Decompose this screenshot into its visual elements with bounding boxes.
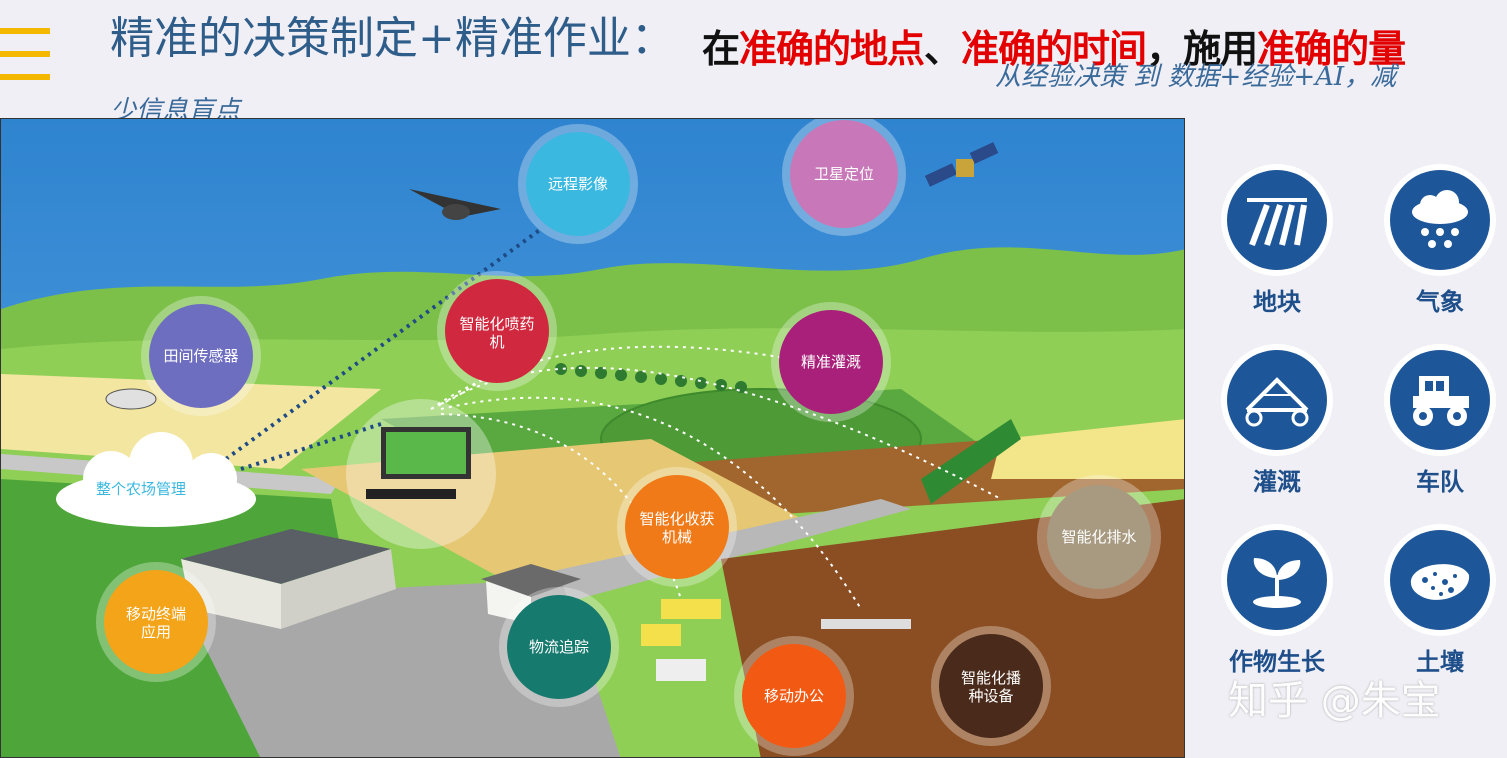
category-irrigation: 灌溉 — [1202, 350, 1352, 497]
bubble-smart-seeder: 智能化播 种设备 — [931, 626, 1051, 746]
category-label: 土壤 — [1416, 648, 1464, 676]
bubble-label: 智能化收获 — [639, 510, 714, 528]
irrigation-icon — [1227, 350, 1327, 450]
plant-sprout-icon — [1227, 530, 1327, 630]
bubble-label: 种设备 — [968, 687, 1013, 705]
cloud — [56, 432, 256, 527]
category-label: 作物生长 — [1229, 648, 1325, 676]
category-soil: 土壤 — [1365, 530, 1507, 677]
menu-icon[interactable] — [0, 28, 50, 97]
headline-part: 在 — [702, 27, 740, 71]
wheat-field-right — [991, 419, 1184, 479]
bubble-label: 物流追踪 — [529, 638, 589, 656]
category-icons: 地块 气象 灌溉 车队 作物生长 土壤 — [1190, 118, 1507, 758]
bubble-label: 卫星定位 — [814, 165, 874, 183]
weather-cloud-icon — [1390, 170, 1490, 270]
bubble-label: 移动办公 — [764, 687, 824, 705]
bubble-label: 机械 — [662, 528, 692, 546]
bubble-precision-irrigation: 精准灌溉 — [771, 302, 891, 422]
tractor-icon — [1390, 350, 1490, 450]
subtitle-line-1: 从经验决策 到 数据+经验+AI，减 — [995, 62, 1397, 92]
bubble-label: 远程影像 — [548, 175, 608, 193]
page-title: 精准的决策制定+精准作业： — [110, 13, 675, 64]
category-crop-growth: 作物生长 — [1202, 530, 1352, 677]
headline-part: 准确的地点 — [739, 27, 925, 71]
bubble-label: 智能化排水 — [1061, 528, 1136, 546]
bubble-mobile-office: 移动办公 — [734, 636, 854, 756]
bubble-smart-sprayer: 智能化喷药 机 — [437, 271, 557, 391]
bubble-label: 移动终端 — [126, 605, 186, 623]
field-plot-icon — [1227, 170, 1327, 270]
bubble-label: 精准灌溉 — [801, 353, 861, 371]
bubble-smart-drainage: 智能化排水 — [1037, 475, 1161, 599]
sensor-device — [105, 388, 157, 410]
truck — [641, 599, 721, 681]
data-links — [224, 227, 543, 471]
satellite — [924, 142, 999, 187]
headline-part: ，施用 — [1146, 27, 1258, 71]
category-weather: 气象 — [1365, 170, 1507, 317]
bubble-label: 智能化喷药 — [459, 315, 534, 333]
category-fleet: 车队 — [1365, 350, 1507, 497]
bubble-logistics: 物流追踪 — [499, 587, 619, 707]
category-label: 车队 — [1416, 468, 1464, 496]
bubble-label: 应用 — [141, 623, 171, 641]
hedge — [921, 419, 1021, 504]
soil-icon — [1390, 530, 1490, 630]
headline-part: 准确的量 — [1257, 27, 1406, 71]
wheat-field-left — [1, 374, 381, 469]
headline: 在准确的地点、准确的时间，施用准确的量 — [702, 18, 1406, 73]
tree-row — [555, 363, 747, 393]
category-label: 地块 — [1253, 288, 1301, 316]
seeder-implement — [821, 619, 911, 629]
bubble-remote-imaging: 远程影像 — [518, 124, 638, 244]
bubble-mobile-app: 移动终端 应用 — [96, 562, 216, 682]
smart-farm-scene: 整个农场管理 远程影像 卫星定位 田间传感器 智能化喷药 机 精准灌溉 — [0, 118, 1185, 758]
watermark: 知乎 @朱宝 — [1228, 678, 1441, 724]
monitor — [346, 399, 496, 549]
farm-management-label: 整个农场管理 — [96, 480, 186, 498]
category-label: 灌溉 — [1253, 468, 1301, 496]
bubble-smart-harvester: 智能化收获 机械 — [617, 467, 737, 587]
bubble-label: 智能化播 — [961, 669, 1021, 687]
bubble-field-sensor: 田间传感器 — [141, 296, 261, 416]
category-field-plot: 地块 — [1202, 170, 1352, 317]
bubble-label: 机 — [489, 333, 504, 351]
bubble-satellite: 卫星定位 — [782, 119, 906, 236]
headline-part: 准确的时间 — [961, 27, 1147, 71]
drone — [409, 189, 501, 220]
headline-part: 、 — [924, 27, 962, 71]
bubble-label: 田间传感器 — [163, 347, 238, 365]
category-label: 气象 — [1416, 288, 1464, 316]
